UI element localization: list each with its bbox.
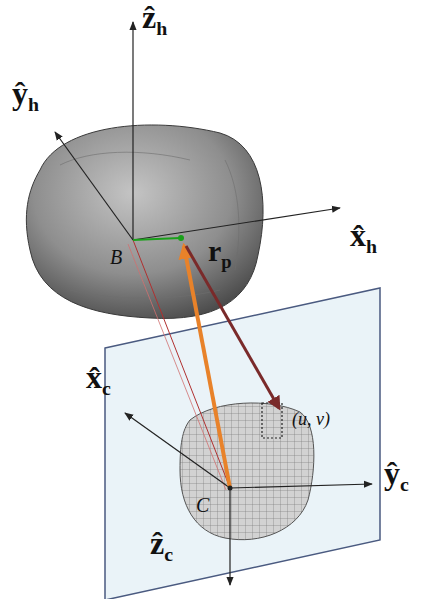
camera-center <box>228 486 233 491</box>
pixel-box <box>262 403 282 438</box>
line-of-sight <box>133 240 230 488</box>
body-axes <box>55 22 340 240</box>
projection-vector <box>186 246 279 408</box>
axis-label: ŷh <box>12 76 39 116</box>
vector-label: rp <box>208 234 232 272</box>
camera-axes <box>125 413 372 585</box>
axis-label: ẑc <box>150 526 173 566</box>
pixel-label: (u, v) <box>292 410 330 430</box>
point-label: B <box>110 246 122 268</box>
axis-label: x̂h <box>350 218 377 258</box>
line-of-sight <box>128 244 226 490</box>
body-vector <box>133 238 180 240</box>
axis-label: ẑh <box>142 0 167 40</box>
surface-point <box>178 235 184 241</box>
image-plane <box>105 288 380 599</box>
axis-label: ŷc <box>384 456 409 496</box>
asteroid <box>26 125 263 318</box>
point-label: C <box>196 494 209 516</box>
axis-label: x̂c <box>86 360 111 400</box>
